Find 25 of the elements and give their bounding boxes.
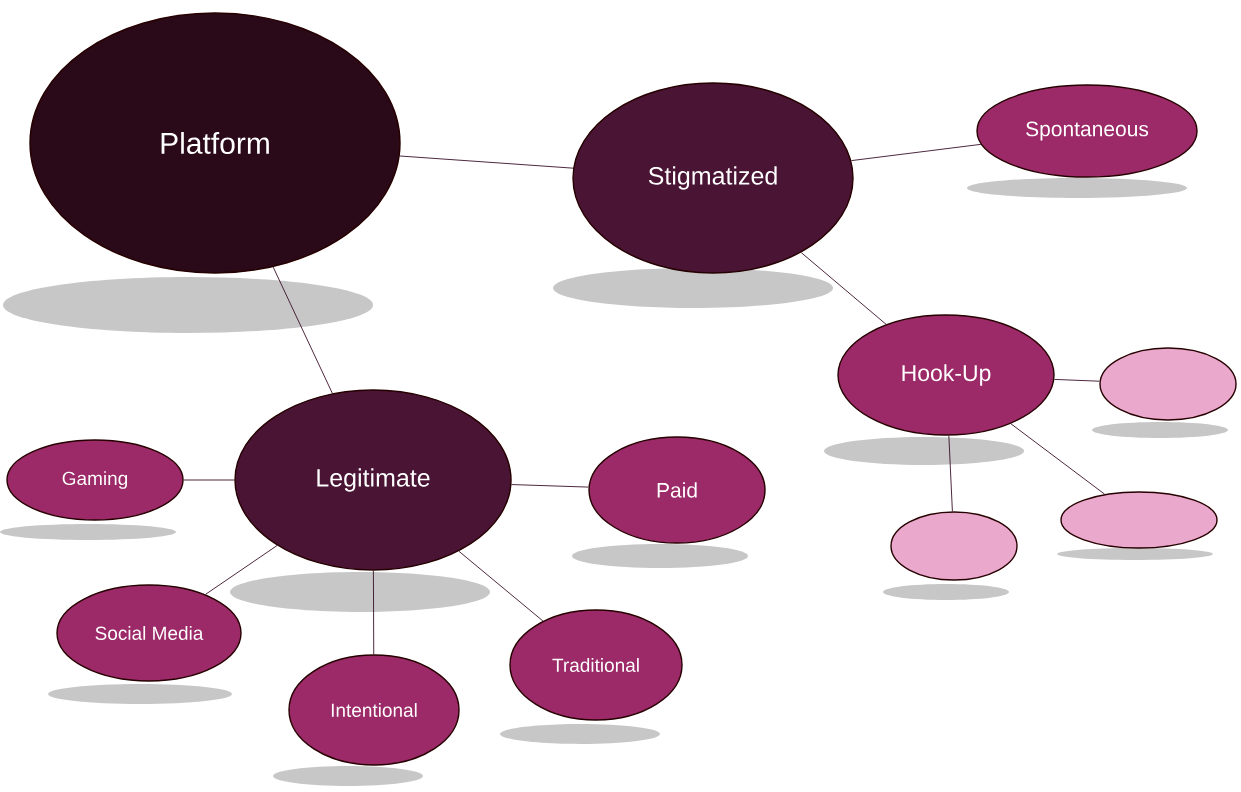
connector (1054, 378, 1100, 382)
connector (800, 252, 887, 325)
bubble: Hook-Up (837, 314, 1055, 436)
connector (205, 545, 278, 595)
bubble: Spontaneous (976, 84, 1198, 178)
connector (399, 155, 574, 169)
bubble (890, 511, 1018, 581)
bubble (1099, 347, 1237, 421)
bubble (1060, 491, 1218, 549)
connector (850, 143, 982, 162)
bubble: Gaming (6, 439, 184, 521)
bubble: Stigmatized (572, 82, 854, 274)
bubble: Legitimate (234, 389, 512, 571)
bubble: Platform (29, 12, 401, 274)
bubble: Intentional (288, 654, 460, 766)
connector (272, 266, 333, 394)
bubble: Paid (588, 436, 766, 544)
connector (1010, 423, 1106, 495)
connector (458, 550, 544, 622)
bubble: Social Media (56, 584, 242, 682)
bubble: Traditional (509, 609, 683, 721)
connector (183, 479, 235, 481)
connector (511, 484, 589, 488)
connector (948, 435, 953, 512)
connector (372, 570, 375, 655)
